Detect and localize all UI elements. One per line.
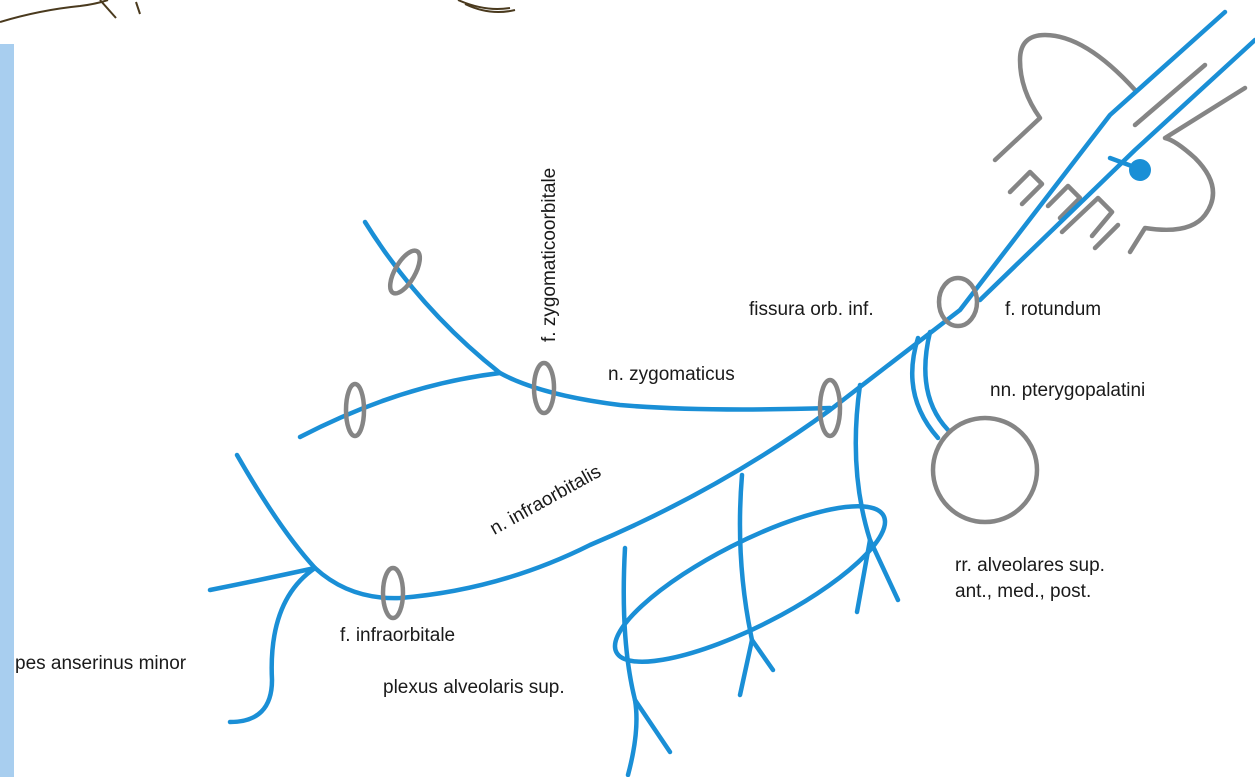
label-n-zygomaticus: n. zygomaticus — [608, 365, 735, 384]
alveolar-branch-medial — [740, 475, 752, 695]
alveolar-branch-posterior-fork — [870, 540, 898, 600]
f-rotundum-ring — [939, 278, 977, 326]
label-pes-anserinus-minor: pes anserinus minor — [15, 654, 186, 673]
pes-anserinus-branch-upper — [237, 455, 315, 568]
label-f-rotundum: f. rotundum — [1005, 300, 1101, 319]
label-f-zygomaticoorbitale: f. zygomaticoorbitale — [540, 168, 559, 342]
alveolar-branch-posterior — [856, 385, 870, 612]
label-rr-alveolares-line1: rr. alveolares sup. — [955, 556, 1105, 575]
top-sketch-fragment — [0, 0, 515, 22]
label-rr-alveolares-line2: ant., med., post. — [955, 582, 1091, 601]
alveolar-branch-medial-fork — [752, 640, 773, 670]
label-fissura-orb-inf: fissura orb. inf. — [749, 300, 874, 319]
pes-anserinus-branch-lower — [230, 568, 315, 722]
nn-pterygopalatini-nerve-2 — [925, 332, 948, 430]
label-f-infraorbitale: f. infraorbitale — [340, 626, 455, 645]
ganglion-node — [1129, 159, 1151, 181]
left-band — [0, 44, 14, 777]
ganglion-outline — [995, 35, 1245, 252]
zygomaticoorbital-branch — [365, 222, 500, 373]
label-nn-pterygopalatini: nn. pterygopalatini — [990, 381, 1145, 400]
alveolar-branch-anterior-fork — [635, 700, 670, 752]
zygomaticoorbital-ring-upper — [384, 246, 425, 298]
f-infraorbitale-ring — [383, 568, 403, 618]
pterygopalatine-ganglion — [933, 418, 1037, 522]
label-plexus-alveolaris-sup: plexus alveolaris sup. — [383, 678, 565, 697]
n-zygomaticus-branch — [300, 373, 830, 437]
